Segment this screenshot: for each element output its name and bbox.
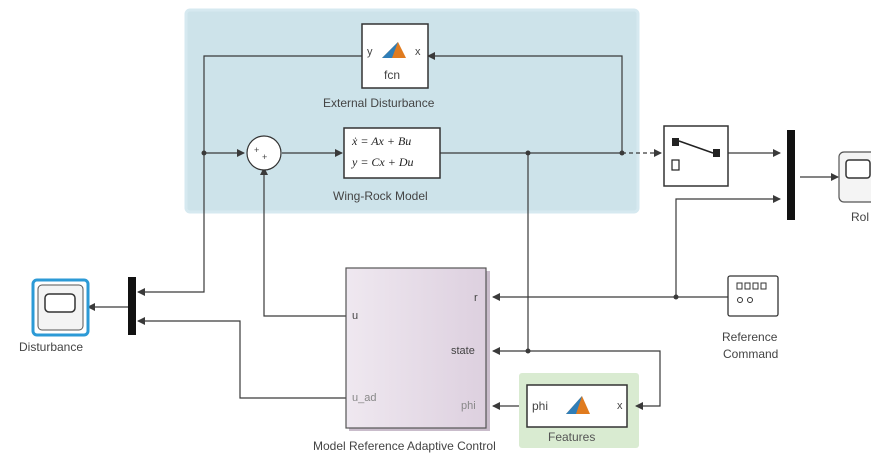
mrac-label: Model Reference Adaptive Control	[313, 439, 496, 453]
features-label: Features	[548, 430, 596, 444]
roll-scope-block[interactable]	[838, 151, 871, 203]
wire-to-left-mux-1	[137, 153, 205, 296]
features-port-x: x	[617, 400, 623, 412]
wire-ext-dist-out	[203, 55, 362, 157]
mrac-subsystem-block[interactable]	[345, 267, 490, 431]
state-eq-2: y = Cx + Du	[352, 155, 414, 169]
disturbance-label: Disturbance	[19, 340, 84, 354]
wing-rock-model-block[interactable]	[343, 127, 441, 179]
ext-dist-port-y: y	[367, 46, 373, 58]
right-mux-block[interactable]	[787, 130, 795, 220]
left-mux-block[interactable]	[128, 277, 136, 335]
mrac-port-u: u	[352, 310, 359, 322]
ext-dist-port-x: x	[415, 46, 421, 58]
sum-plus-sign: +	[254, 145, 260, 155]
wire-to-ext-dist	[427, 52, 623, 153]
mrac-port-u-ad: u_ad	[352, 392, 377, 404]
plant-area-highlight	[184, 8, 640, 214]
sum-plus-sign-2: +	[262, 152, 268, 162]
external-disturbance-block[interactable]	[361, 23, 429, 89]
roll-scope-label: Rol	[851, 210, 870, 224]
manual-switch-block[interactable]	[663, 125, 729, 187]
reference-command-label-2: Command	[723, 347, 779, 361]
disturbance-scope-block[interactable]	[31, 278, 90, 337]
wire-state-to-features	[528, 350, 661, 410]
features-block[interactable]	[526, 384, 628, 428]
wire-uad-to-mux	[137, 317, 346, 399]
ext-dist-fcn-label: fcn	[384, 68, 401, 82]
reference-command-block[interactable]	[727, 275, 779, 317]
wing-rock-model-label: Wing-Rock Model	[333, 189, 428, 203]
sum-block[interactable]	[246, 135, 282, 171]
mrac-port-r: r	[474, 292, 478, 304]
external-disturbance-label: External Disturbance	[323, 96, 435, 110]
mrac-port-state: state	[451, 345, 475, 357]
features-port-phi: phi	[532, 399, 549, 413]
wire-u-to-sum	[260, 167, 346, 317]
reference-command-label-1: Reference	[722, 330, 778, 344]
wire-ref-up	[675, 195, 781, 297]
mrac-port-phi: phi	[461, 400, 476, 412]
state-eq-1: ẋ = Ax + Bu	[352, 134, 412, 148]
